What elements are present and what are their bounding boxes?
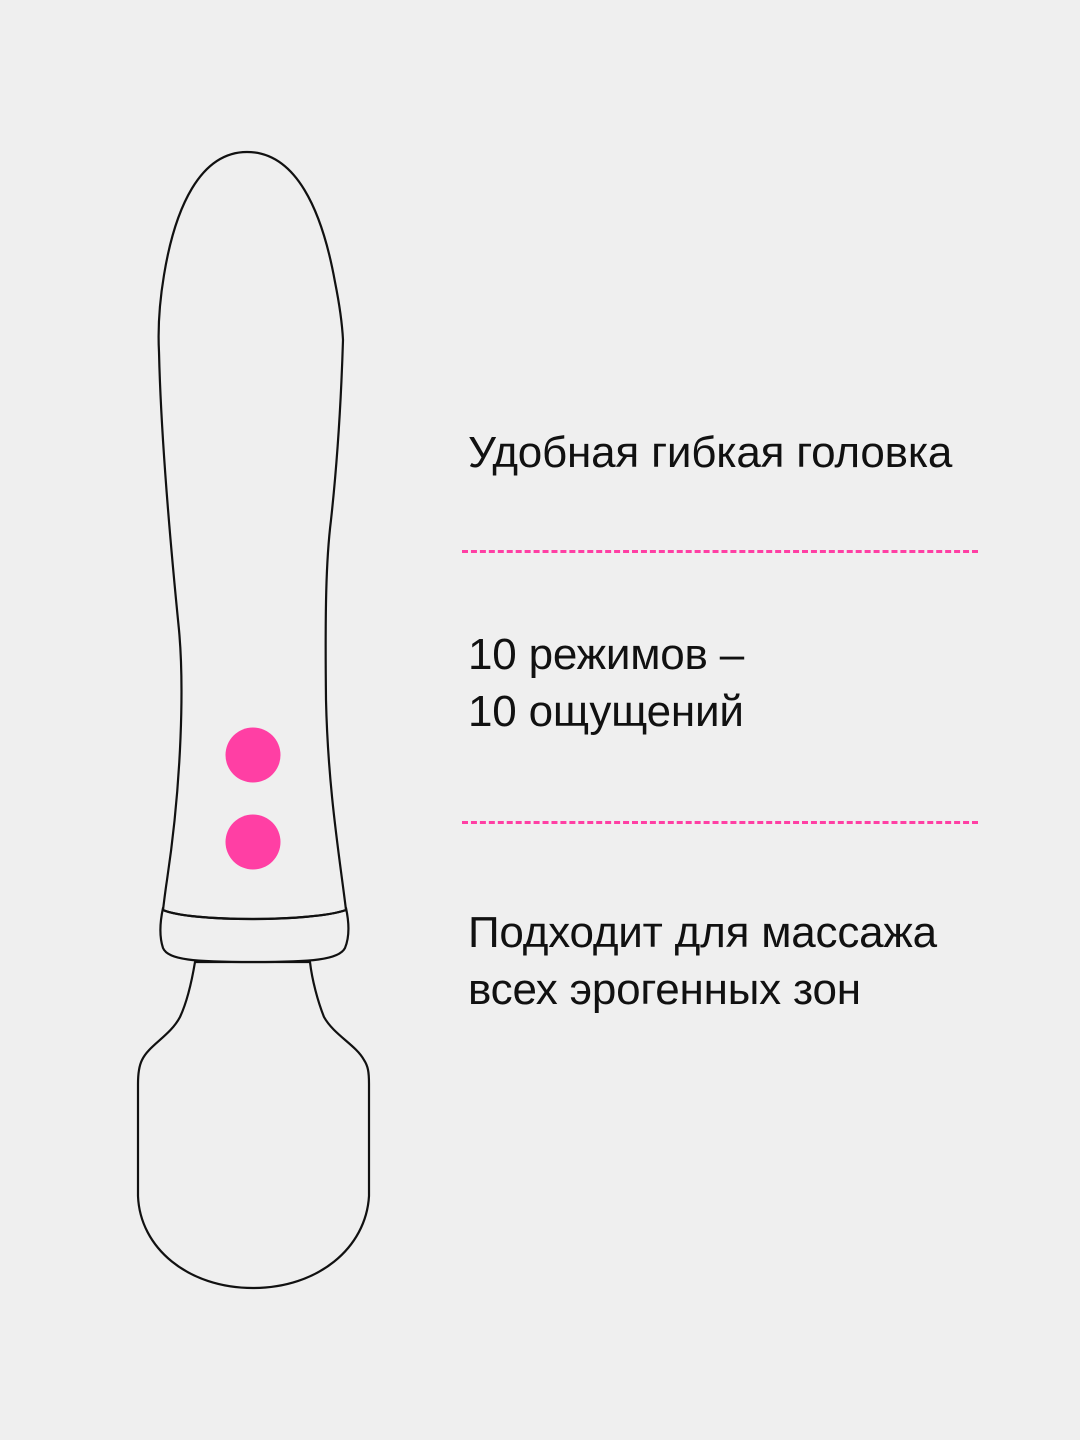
feature-text-line: 10 режимов – (468, 630, 745, 679)
control-button-icon (225, 727, 281, 783)
feature-massage-zones: Подходит для массажа всех эрогенных зон (468, 904, 1028, 1018)
feature-text-line: Удобная гибкая головка (468, 428, 953, 477)
feature-text-line: 10 ощущений (468, 687, 744, 736)
dashed-divider (462, 550, 978, 553)
control-button-icon (225, 814, 281, 870)
massager-head-outline (136, 960, 371, 1290)
dashed-divider (462, 821, 978, 824)
massager-neck-ring-outline (159, 906, 350, 964)
massager-shaft-outline (157, 150, 348, 921)
feature-text-line: Подходит для массажа (468, 908, 937, 957)
feature-flexible-head: Удобная гибкая головка (468, 424, 1028, 481)
massager-ring-line (161, 908, 348, 921)
feature-text-line: всех эрогенных зон (468, 965, 861, 1014)
feature-vibration-modes: 10 режимов – 10 ощущений (468, 626, 1028, 740)
